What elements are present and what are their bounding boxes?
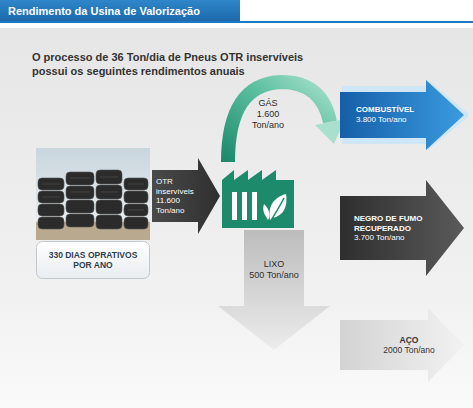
node-text: OTR inservíveis 11.600 Ton/ano [156, 177, 202, 215]
fuel-output-arrow: COMBUSTÍVEL3.800 Ton/ano [340, 80, 468, 150]
node-heading: LIXO [244, 259, 304, 270]
arrow-shape [340, 80, 464, 150]
factory-bar [252, 192, 257, 220]
node-heading: 330 DIAS OPRATIVOS POR ANO [41, 250, 145, 270]
input-arrow: OTR inservíveis 11.600 Ton/ano [152, 158, 220, 234]
node-text: NEGRO DE FUMO RECUPERADO3.700 Ton/ano [354, 214, 438, 243]
day-label-box: 330 DIAS OPRATIVOS POR ANO [36, 241, 150, 279]
arrow-shape [340, 180, 464, 276]
steel-output-arrow: AÇO2000 Ton/ano [340, 308, 464, 382]
node-shape [152, 158, 220, 234]
node-heading: GÁS 1.600 Ton/ano [248, 98, 288, 130]
node-heading: AÇO [376, 335, 442, 345]
node-value: 3.700 Ton/ano [354, 233, 438, 243]
node-heading: NEGRO DE FUMO RECUPERADO [354, 214, 438, 233]
gas-curved-arrow: GÁS 1.600 Ton/ano [214, 70, 348, 164]
arrow-shape [152, 158, 220, 234]
leaf [263, 204, 269, 220]
waste-down-arrow: LIXO500 Ton/ano [218, 230, 330, 350]
node-text: 330 DIAS OPRATIVOS POR ANO [41, 250, 145, 270]
title-rule [0, 21, 473, 23]
title: Rendimento da Usina de Valorização [8, 4, 200, 18]
node-text: COMBUSTÍVEL3.800 Ton/ano [356, 105, 428, 124]
arrow-shape [340, 308, 464, 382]
title-band [0, 0, 240, 23]
node-value: 2000 Ton/ano [376, 345, 442, 355]
panel [0, 28, 473, 408]
node-text: GÁS 1.600 Ton/ano [248, 98, 288, 130]
leaf [270, 194, 287, 220]
node-value: 500 Ton/ano [244, 270, 304, 281]
node-heading: COMBUSTÍVEL [356, 105, 428, 115]
tyre-photo [36, 148, 150, 240]
node-heading: OTR inservíveis 11.600 Ton/ano [156, 177, 202, 215]
node-text: AÇO2000 Ton/ano [376, 335, 442, 355]
node-shape [218, 230, 330, 350]
tyre-stack [38, 170, 148, 229]
factory-bar [242, 192, 247, 220]
node-shape [214, 70, 348, 164]
factory-body [222, 170, 294, 228]
photo-sky [36, 148, 150, 240]
carbon-black-output-arrow: NEGRO DE FUMO RECUPERADO3.700 Ton/ano [340, 180, 464, 276]
arrow-shape [218, 230, 330, 350]
factory-bar [232, 192, 237, 220]
node-text: LIXO500 Ton/ano [244, 259, 304, 281]
label-box-outline [37, 242, 150, 279]
factory-icon [220, 164, 296, 230]
subtitle: O processo de 36 Ton/dia de Pneus OTR in… [32, 50, 332, 78]
gas-arc [228, 82, 330, 162]
node-value: 3.800 Ton/ano [356, 115, 428, 125]
tyre-tread [42, 177, 144, 210]
leaf-vein [272, 198, 284, 219]
